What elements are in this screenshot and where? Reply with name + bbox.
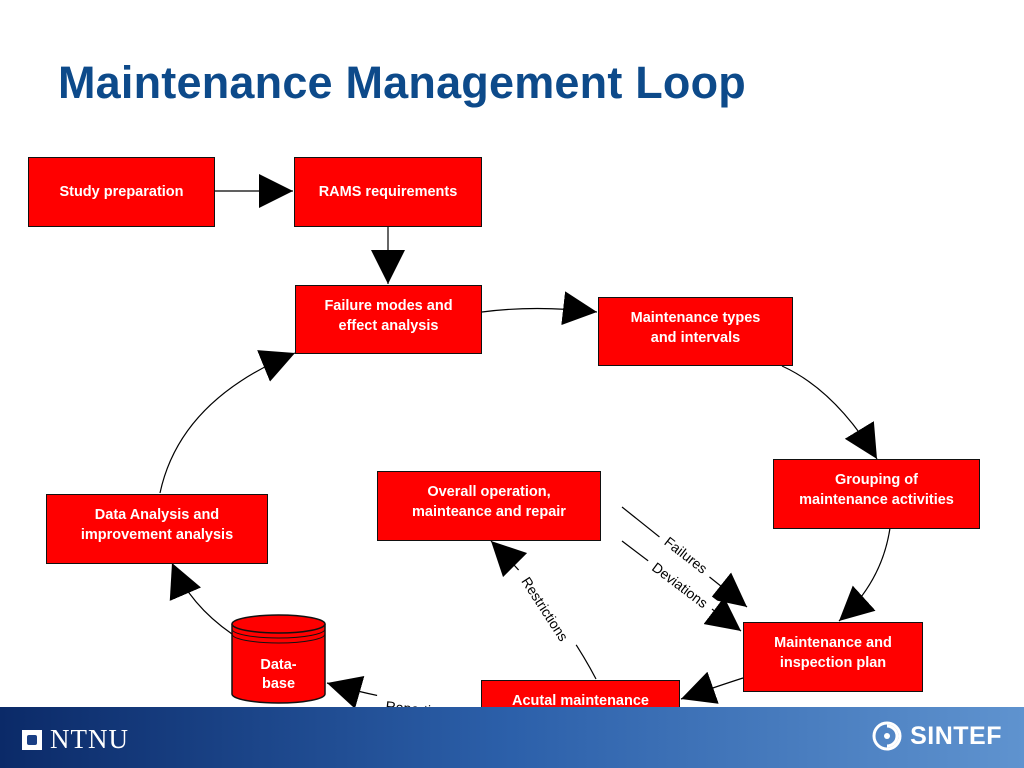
arrow-fmea-to-types	[481, 291, 598, 326]
database-cylinder	[231, 614, 326, 704]
ntnu-logo: NTNU	[22, 724, 129, 755]
arrow-grouping-to-plan	[838, 527, 891, 622]
grouping-box: Grouping of maintenance activities	[773, 459, 980, 529]
study-preparation-box: Study preparation	[28, 157, 215, 227]
page-title: Maintenance Management Loop	[58, 57, 746, 108]
label-restrictions: Restrictions	[511, 564, 579, 654]
label-restrictions-text: Restrictions	[518, 574, 571, 644]
arrow-plan-to-actual	[680, 671, 744, 704]
arrow-database-to-analysis	[169, 562, 233, 635]
footer-bar	[0, 707, 1024, 768]
ntnu-logo-icon	[22, 729, 42, 750]
maintenance-plan-box: Maintenance and inspection plan	[743, 622, 923, 692]
maintenance-types-box: Maintenance types and intervals	[598, 297, 793, 366]
database-label: Data- base	[260, 657, 297, 692]
overall-operation-box: Overall operation, mainteance and repair	[377, 471, 601, 541]
ntnu-logo-text: NTNU	[50, 724, 129, 754]
sintef-logo: SINTEF	[872, 721, 1002, 751]
sintef-logo-text: SINTEF	[910, 721, 1002, 750]
rams-requirements-box: RAMS requirements	[294, 157, 482, 227]
arrow-analysis-to-fmea	[159, 350, 296, 494]
arrow-types-to-grouping	[781, 365, 878, 460]
sintef-logo-icon	[872, 721, 902, 751]
fmea-box: Failure modes and effect analysis	[295, 285, 482, 354]
data-analysis-box: Data Analysis and improvement analysis	[46, 494, 268, 564]
